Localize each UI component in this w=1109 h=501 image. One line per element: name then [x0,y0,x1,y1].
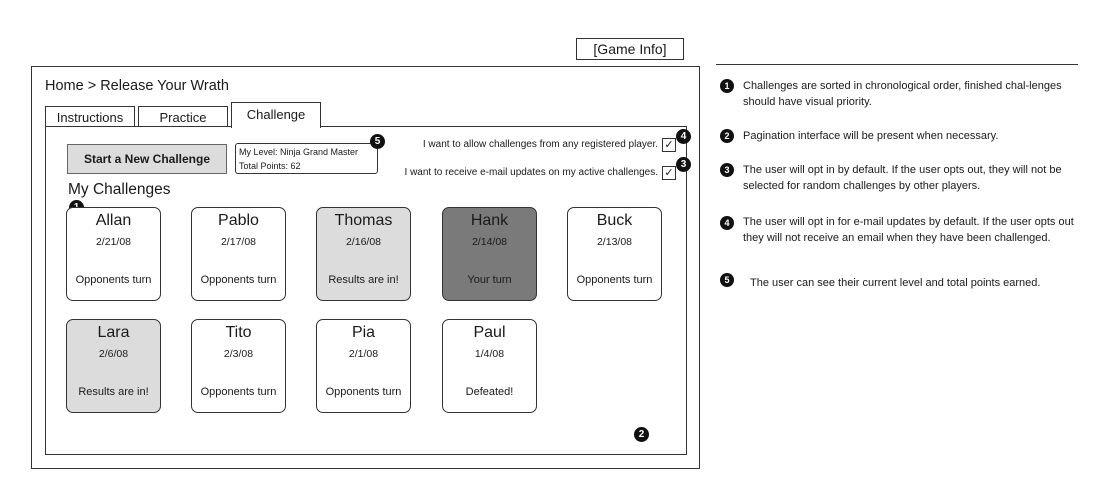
challenge-date: 2/14/08 [471,236,508,248]
note-3: The user will opt in by default. If the … [743,164,1062,192]
tab-practice[interactable]: Practice [138,106,228,127]
challenge-card-pia[interactable]: Pia 2/1/08 Opponents turn [316,319,411,413]
challenge-name: Tito [225,324,252,341]
challenge-card-thomas[interactable]: Thomas 2/16/08 Results are in! [316,207,411,301]
challenge-card-paul[interactable]: Paul 1/4/08 Defeated! [442,319,537,413]
email-updates-label: I want to receive e-mail updates on my a… [404,167,658,178]
challenge-date: 2/1/08 [348,348,379,360]
note-2: Pagination interface will be present whe… [743,130,999,142]
challenge-name: Lara [97,324,130,341]
tab-challenge[interactable]: Challenge [231,102,321,128]
challenge-name: Hank [470,212,509,229]
challenge-status: Defeated! [465,386,514,398]
challenge-name: Paul [473,324,506,341]
notes-divider [716,64,1078,65]
note-marker-2: 2 [720,129,734,143]
challenge-name: Pia [351,324,376,341]
challenge-name: Thomas [334,212,393,229]
challenge-status: Opponents turn [200,386,277,398]
note-marker-3: 3 [720,163,734,177]
annotation-marker-2: 2 [634,427,649,442]
challenge-panel [45,126,687,455]
challenge-card-lara[interactable]: Lara 2/6/08 Results are in! [66,319,161,413]
challenge-card-allan[interactable]: Allan 2/21/08 Opponents turn [66,207,161,301]
annotation-marker-3: 3 [676,157,691,172]
note-1: Challenges are sorted in chronological o… [743,80,1062,108]
challenge-status: Opponents turn [576,274,653,286]
challenge-card-hank[interactable]: Hank 2/14/08 Your turn [442,207,537,301]
challenge-date: 1/4/08 [474,348,505,360]
challenge-status: Results are in! [78,386,149,398]
challenge-date: 2/3/08 [223,348,254,360]
note-marker-5: 5 [720,273,734,287]
challenge-name: Buck [596,212,633,229]
page-frame [31,66,700,469]
note-marker-1: 1 [720,79,734,93]
challenge-status: Opponents turn [200,274,277,286]
challenge-date: 2/16/08 [345,236,382,248]
challenge-status: Results are in! [328,274,399,286]
tab-instructions[interactable]: Instructions [45,106,135,127]
challenge-name: Allan [95,212,132,229]
challenge-date: 2/6/08 [98,348,129,360]
annotation-marker-5: 5 [370,134,385,149]
points-text: Total Points: 62 [239,161,301,171]
annotation-marker-4: 4 [676,129,691,144]
note-marker-4: 4 [720,216,734,230]
challenge-card-tito[interactable]: Tito 2/3/08 Opponents turn [191,319,286,413]
challenge-date: 2/21/08 [95,236,132,248]
challenge-name: Pablo [218,212,259,229]
level-text: My Level: Ninja Grand Master [239,147,359,157]
allow-challenges-label: I want to allow challenges from any regi… [422,139,658,150]
level-box: My Level: Ninja Grand Master Total Point… [235,143,378,174]
allow-challenges-checkbox[interactable]: ✓ [662,138,676,152]
note-4: The user will opt in for e-mail updates … [743,216,1074,244]
breadcrumb[interactable]: Home > Release Your Wrath [45,78,229,94]
start-new-challenge-button[interactable]: Start a New Challenge [67,144,227,174]
email-updates-checkbox[interactable]: ✓ [662,166,676,180]
challenge-card-buck[interactable]: Buck 2/13/08 Opponents turn [567,207,662,301]
my-challenges-title: My Challenges [68,181,171,198]
challenge-date: 2/17/08 [220,236,257,248]
challenge-status: Your turn [467,274,512,286]
challenge-status: Opponents turn [75,274,152,286]
challenge-status: Opponents turn [325,386,402,398]
note-5: The user can see their current level and… [750,277,1041,289]
challenge-card-pablo[interactable]: Pablo 2/17/08 Opponents turn [191,207,286,301]
challenge-date: 2/13/08 [596,236,633,248]
game-info-button[interactable]: [Game Info] [576,38,684,60]
